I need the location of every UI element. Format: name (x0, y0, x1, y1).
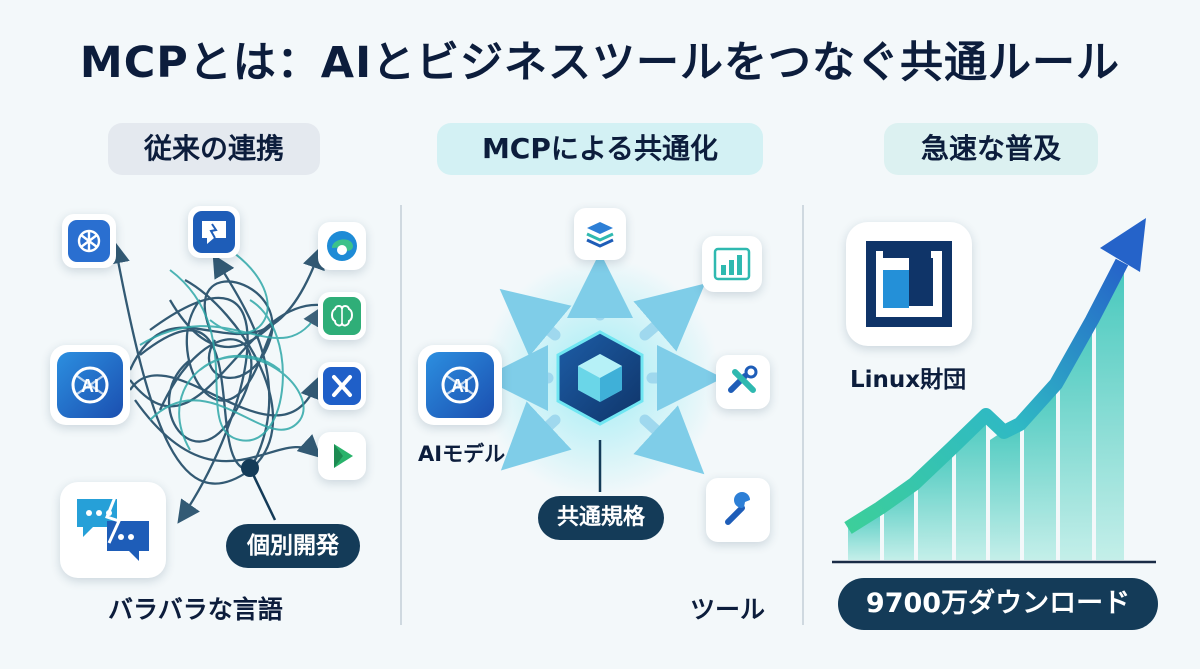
svg-text:AI: AI (81, 376, 99, 396)
chat-bubble-icon (188, 206, 240, 258)
x-icon (318, 362, 366, 410)
svg-text:AI: AI (451, 376, 469, 396)
page-title: MCPとは：AIとビジネスツールをつなぐ共通ルール (79, 38, 1121, 88)
bar-chart-icon (702, 236, 762, 292)
common-standard-badge: 共通規格 (538, 496, 664, 540)
brain-icon (318, 292, 366, 340)
linux-foundation-icon (846, 222, 972, 346)
play-icon (318, 432, 366, 480)
linux-foundation-label: Linux財団 (850, 367, 967, 393)
section-heading-mcp: MCPによる共通化 (437, 123, 763, 175)
fragmented-language-label: バラバラな言語 (108, 595, 283, 624)
layers-icon (574, 208, 626, 260)
ai-model-icon-left: AI (50, 345, 130, 425)
divider-left (400, 205, 402, 625)
ai-model-label: AIモデル (418, 442, 506, 466)
mcp-hexagon-icon (550, 328, 650, 428)
downloads-badge: 9700万ダウンロード (838, 578, 1158, 630)
openai-icon (62, 214, 116, 268)
edge-icon (318, 222, 366, 270)
tools-icon (716, 355, 770, 409)
wrench-icon (706, 478, 770, 542)
section-heading-adoption: 急速な普及 (884, 123, 1098, 175)
divider-right (802, 205, 804, 625)
ai-model-icon: AI (418, 345, 502, 425)
individual-dev-badge: 個別開発 (226, 524, 360, 568)
section-heading-traditional: 従来の連携 (108, 123, 320, 175)
tools-label: ツール (690, 595, 766, 624)
broken-chat-icon (60, 482, 166, 578)
tangled-connections (107, 240, 325, 524)
